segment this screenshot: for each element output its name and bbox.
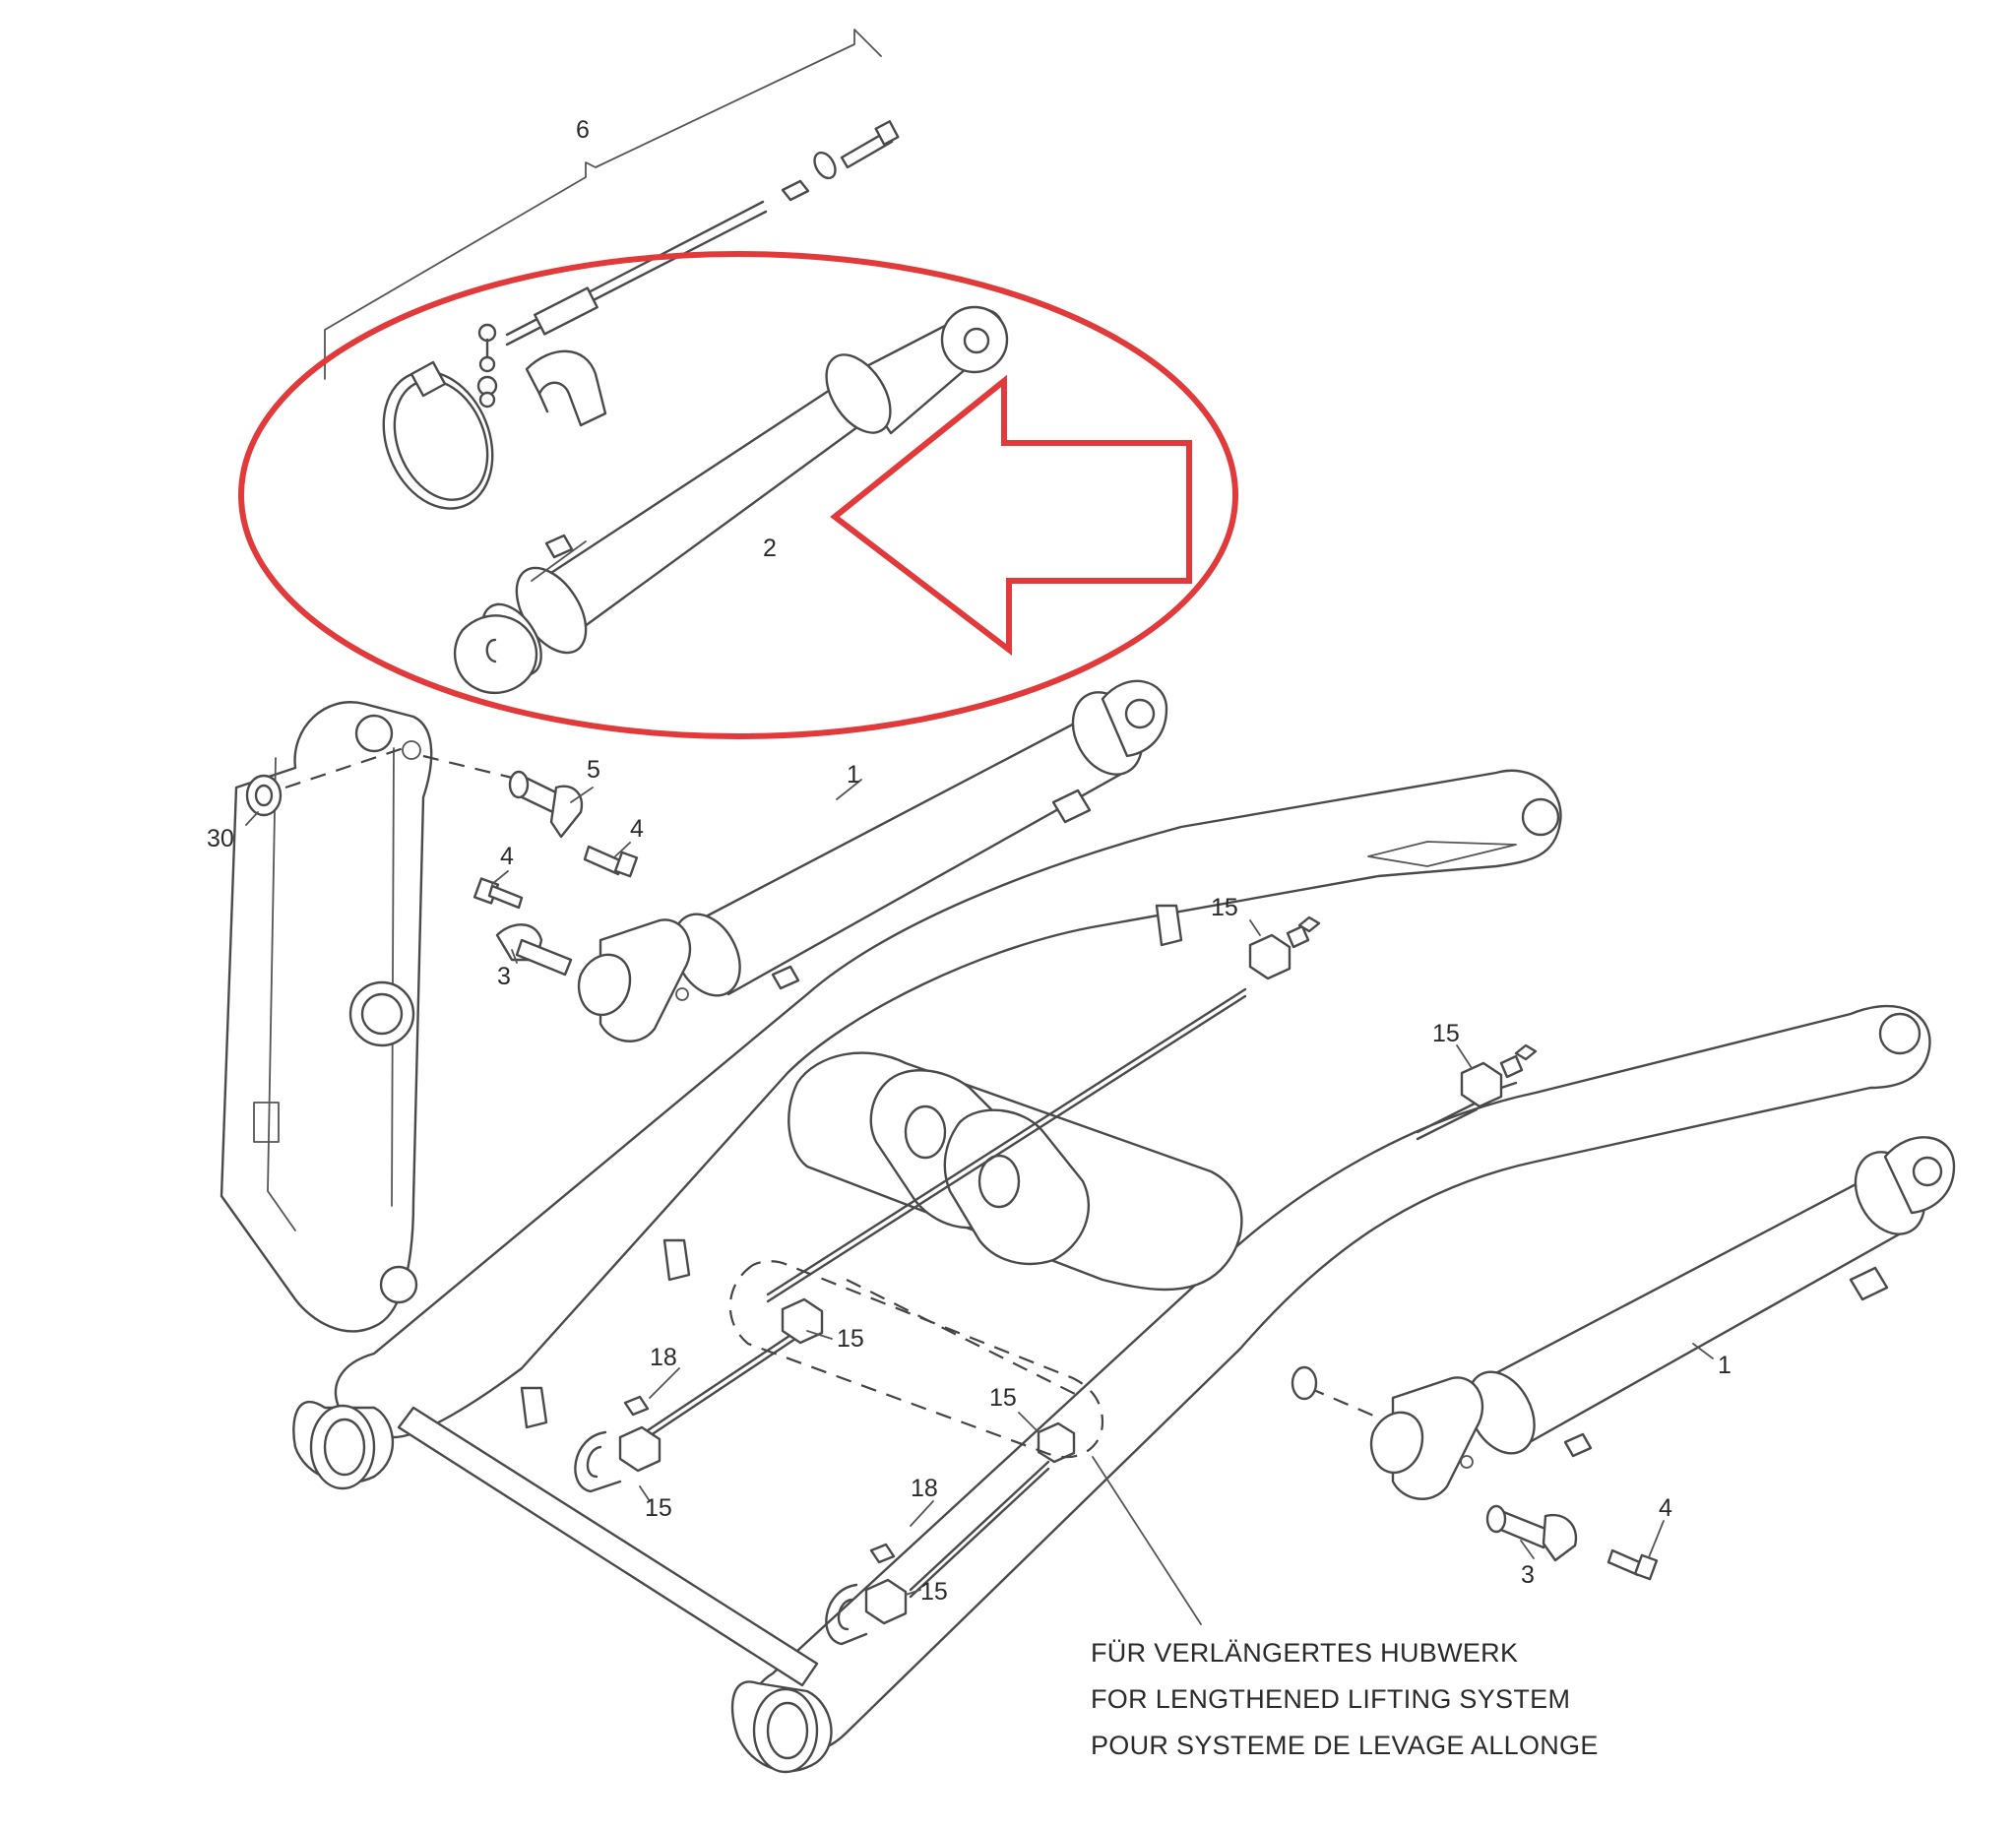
callout-labels: 6 2 1 1 5 4 4 4 3 3 30 15 15 15 15 15 15… — [207, 116, 1732, 1606]
callout-4-b: 4 — [500, 843, 514, 870]
callout-18-a: 18 — [650, 1344, 677, 1371]
callout-1-lower: 1 — [1718, 1352, 1732, 1379]
caption-block: FÜR VERLÄNGERTES HUBWERK FOR LENGTHENED … — [1091, 1638, 1599, 1760]
hydraulic-cylinder-item-1-upper — [577, 679, 1168, 1042]
callout-1-upper: 1 — [847, 761, 860, 789]
callout-15-f: 15 — [920, 1578, 948, 1606]
boom-arms — [292, 769, 1931, 1774]
callout-15-b: 15 — [1432, 1020, 1460, 1047]
washer-item-30 — [245, 746, 405, 817]
callout-5: 5 — [587, 756, 600, 784]
callout-4-a: 4 — [630, 815, 644, 843]
clamp-ring — [382, 360, 494, 510]
caption-german: FÜR VERLÄNGERTES HUBWERK — [1091, 1638, 1518, 1668]
callout-15-d: 15 — [989, 1384, 1017, 1412]
bolt-and-pin-left — [472, 877, 573, 977]
callout-2: 2 — [763, 535, 777, 562]
callout-3-b: 3 — [1521, 1561, 1535, 1589]
callout-15-a: 15 — [1211, 894, 1238, 921]
callout-3-a: 3 — [497, 963, 511, 990]
lift-frame-tower — [220, 701, 433, 1333]
bolt-and-pin-lower-right — [1485, 1504, 1659, 1581]
mounting-bracket — [525, 349, 607, 427]
item-6-fittings — [476, 120, 900, 409]
callout-6: 6 — [576, 116, 590, 144]
highlight-annotation — [238, 251, 1238, 739]
hose-lines — [643, 987, 1518, 1599]
callout-30: 30 — [207, 825, 234, 852]
hydraulic-cylinder-item-2 — [453, 305, 1009, 695]
caption-english: FOR LENGTHENED LIFTING SYSTEM — [1091, 1684, 1570, 1714]
caption-french: POUR SYSTEME DE LEVAGE ALLONGE — [1091, 1731, 1599, 1760]
callout-15-e: 15 — [645, 1494, 672, 1522]
callout-leaders — [245, 540, 1714, 1596]
callout-15-c: 15 — [837, 1325, 864, 1353]
hydraulic-cylinder-item-1-lower — [1291, 1136, 1956, 1500]
callout-18-b: 18 — [911, 1475, 938, 1502]
hose-clamps — [520, 904, 1538, 1646]
callout-4-c: 4 — [1659, 1494, 1672, 1522]
pin-item-5 — [422, 754, 639, 878]
bracket-item-6 — [324, 29, 882, 380]
extended-lift-detail-outline — [728, 1260, 1202, 1625]
